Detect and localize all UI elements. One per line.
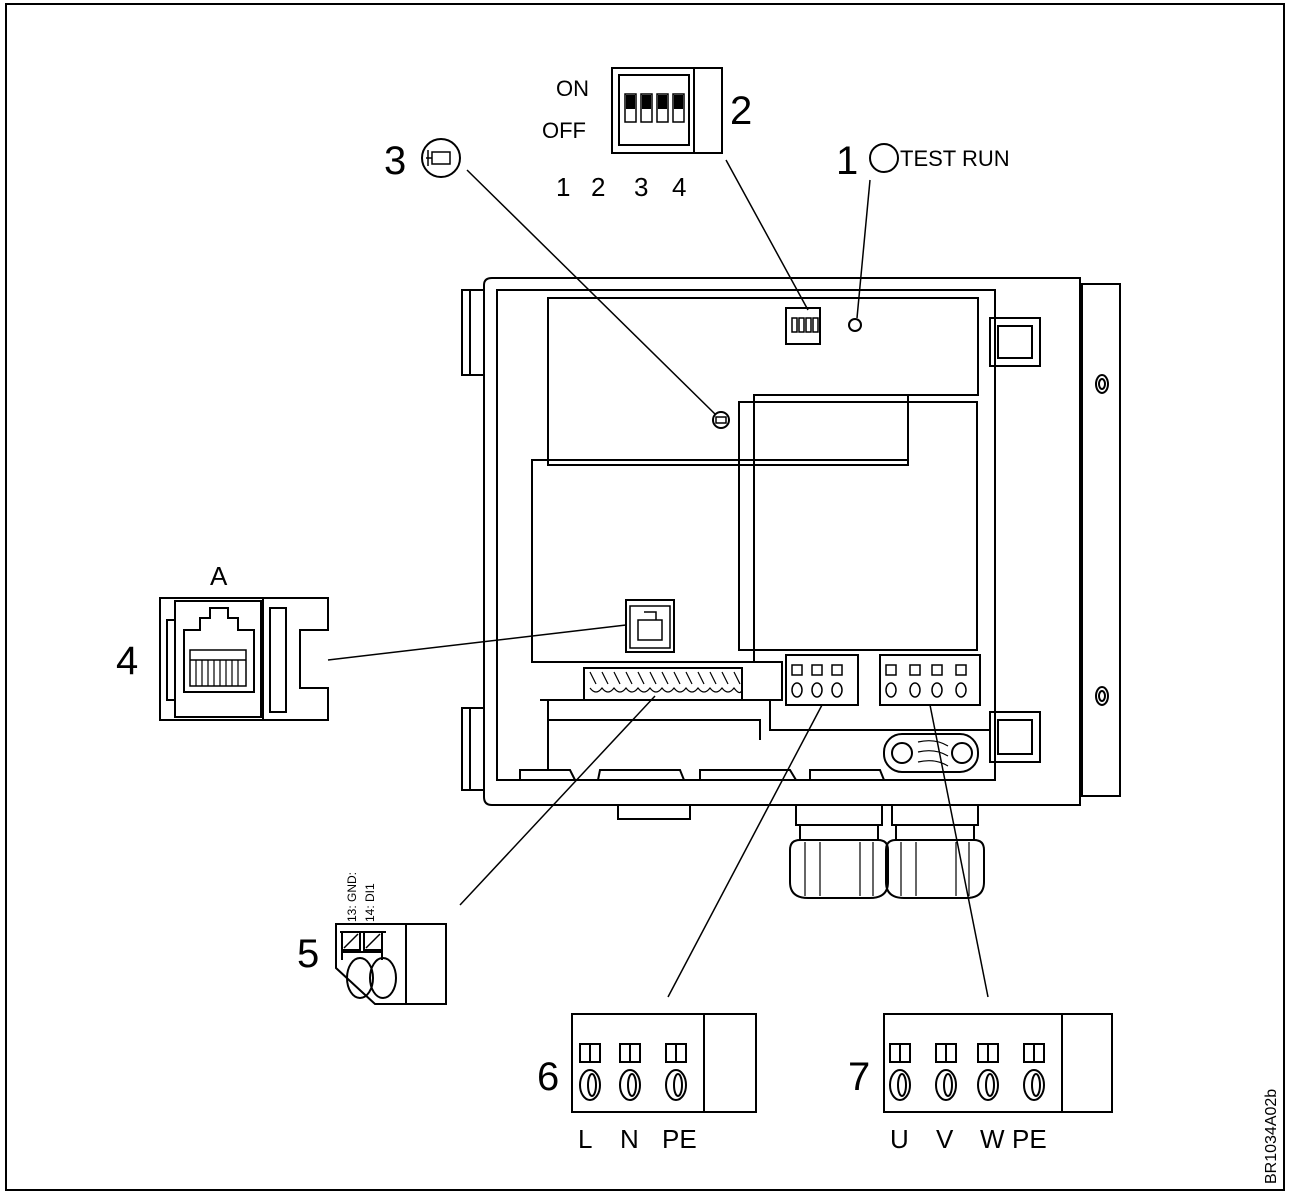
dip-position-1: 1 (556, 172, 570, 202)
callout-2: 2 (730, 89, 752, 133)
leader-lines (327, 159, 989, 998)
dip-off-label: OFF (542, 118, 586, 143)
diagram-frame (5, 3, 1285, 1191)
callout-5: 5 (297, 932, 319, 976)
motor-terminal-V: V (936, 1124, 954, 1154)
callout-7: 7 (848, 1055, 870, 1099)
dip-on-label: ON (556, 76, 589, 101)
controller-enclosure (461, 277, 1121, 820)
callout-1: 1 (836, 139, 858, 183)
di-terminal-label-14: 14: DI1 (363, 883, 377, 922)
mains-terminal-L: L (578, 1124, 592, 1154)
rj45-socket-detail (159, 597, 329, 721)
di-terminal-label-13: 13: GND: (345, 872, 359, 922)
digital-input-terminal-detail (335, 923, 447, 1005)
dip-switch-detail (611, 67, 723, 154)
dip-position-3: 3 (634, 172, 648, 202)
mains-terminal-PE: PE (662, 1124, 697, 1154)
callout-6: 6 (537, 1055, 559, 1099)
motor-terminal-U: U (890, 1124, 909, 1154)
mains-terminal-N: N (620, 1124, 639, 1154)
dip-position-4: 4 (672, 172, 686, 202)
dip-switch-3-lever (658, 95, 667, 109)
dip-switch-2-lever (642, 95, 651, 109)
potentiometer-icon (421, 138, 461, 178)
mains-terminal-detail (571, 1013, 757, 1113)
motor-terminal-PE: PE (1012, 1124, 1047, 1154)
test-run-led-icon (869, 143, 899, 173)
rj45-label: A (210, 561, 228, 591)
test-run-label: TEST RUN (900, 146, 1010, 171)
motor-terminal-detail (883, 1013, 1113, 1113)
callout-3: 3 (384, 139, 406, 183)
dip-switch-1-lever (626, 95, 635, 109)
dip-switch-4-lever (674, 95, 683, 109)
dip-position-2: 2 (591, 172, 605, 202)
callout-4: 4 (116, 639, 138, 683)
cable-glands (789, 805, 985, 899)
motor-terminal-W: W (980, 1124, 1005, 1154)
drawing-id: BR1034A02b (1263, 1089, 1280, 1184)
